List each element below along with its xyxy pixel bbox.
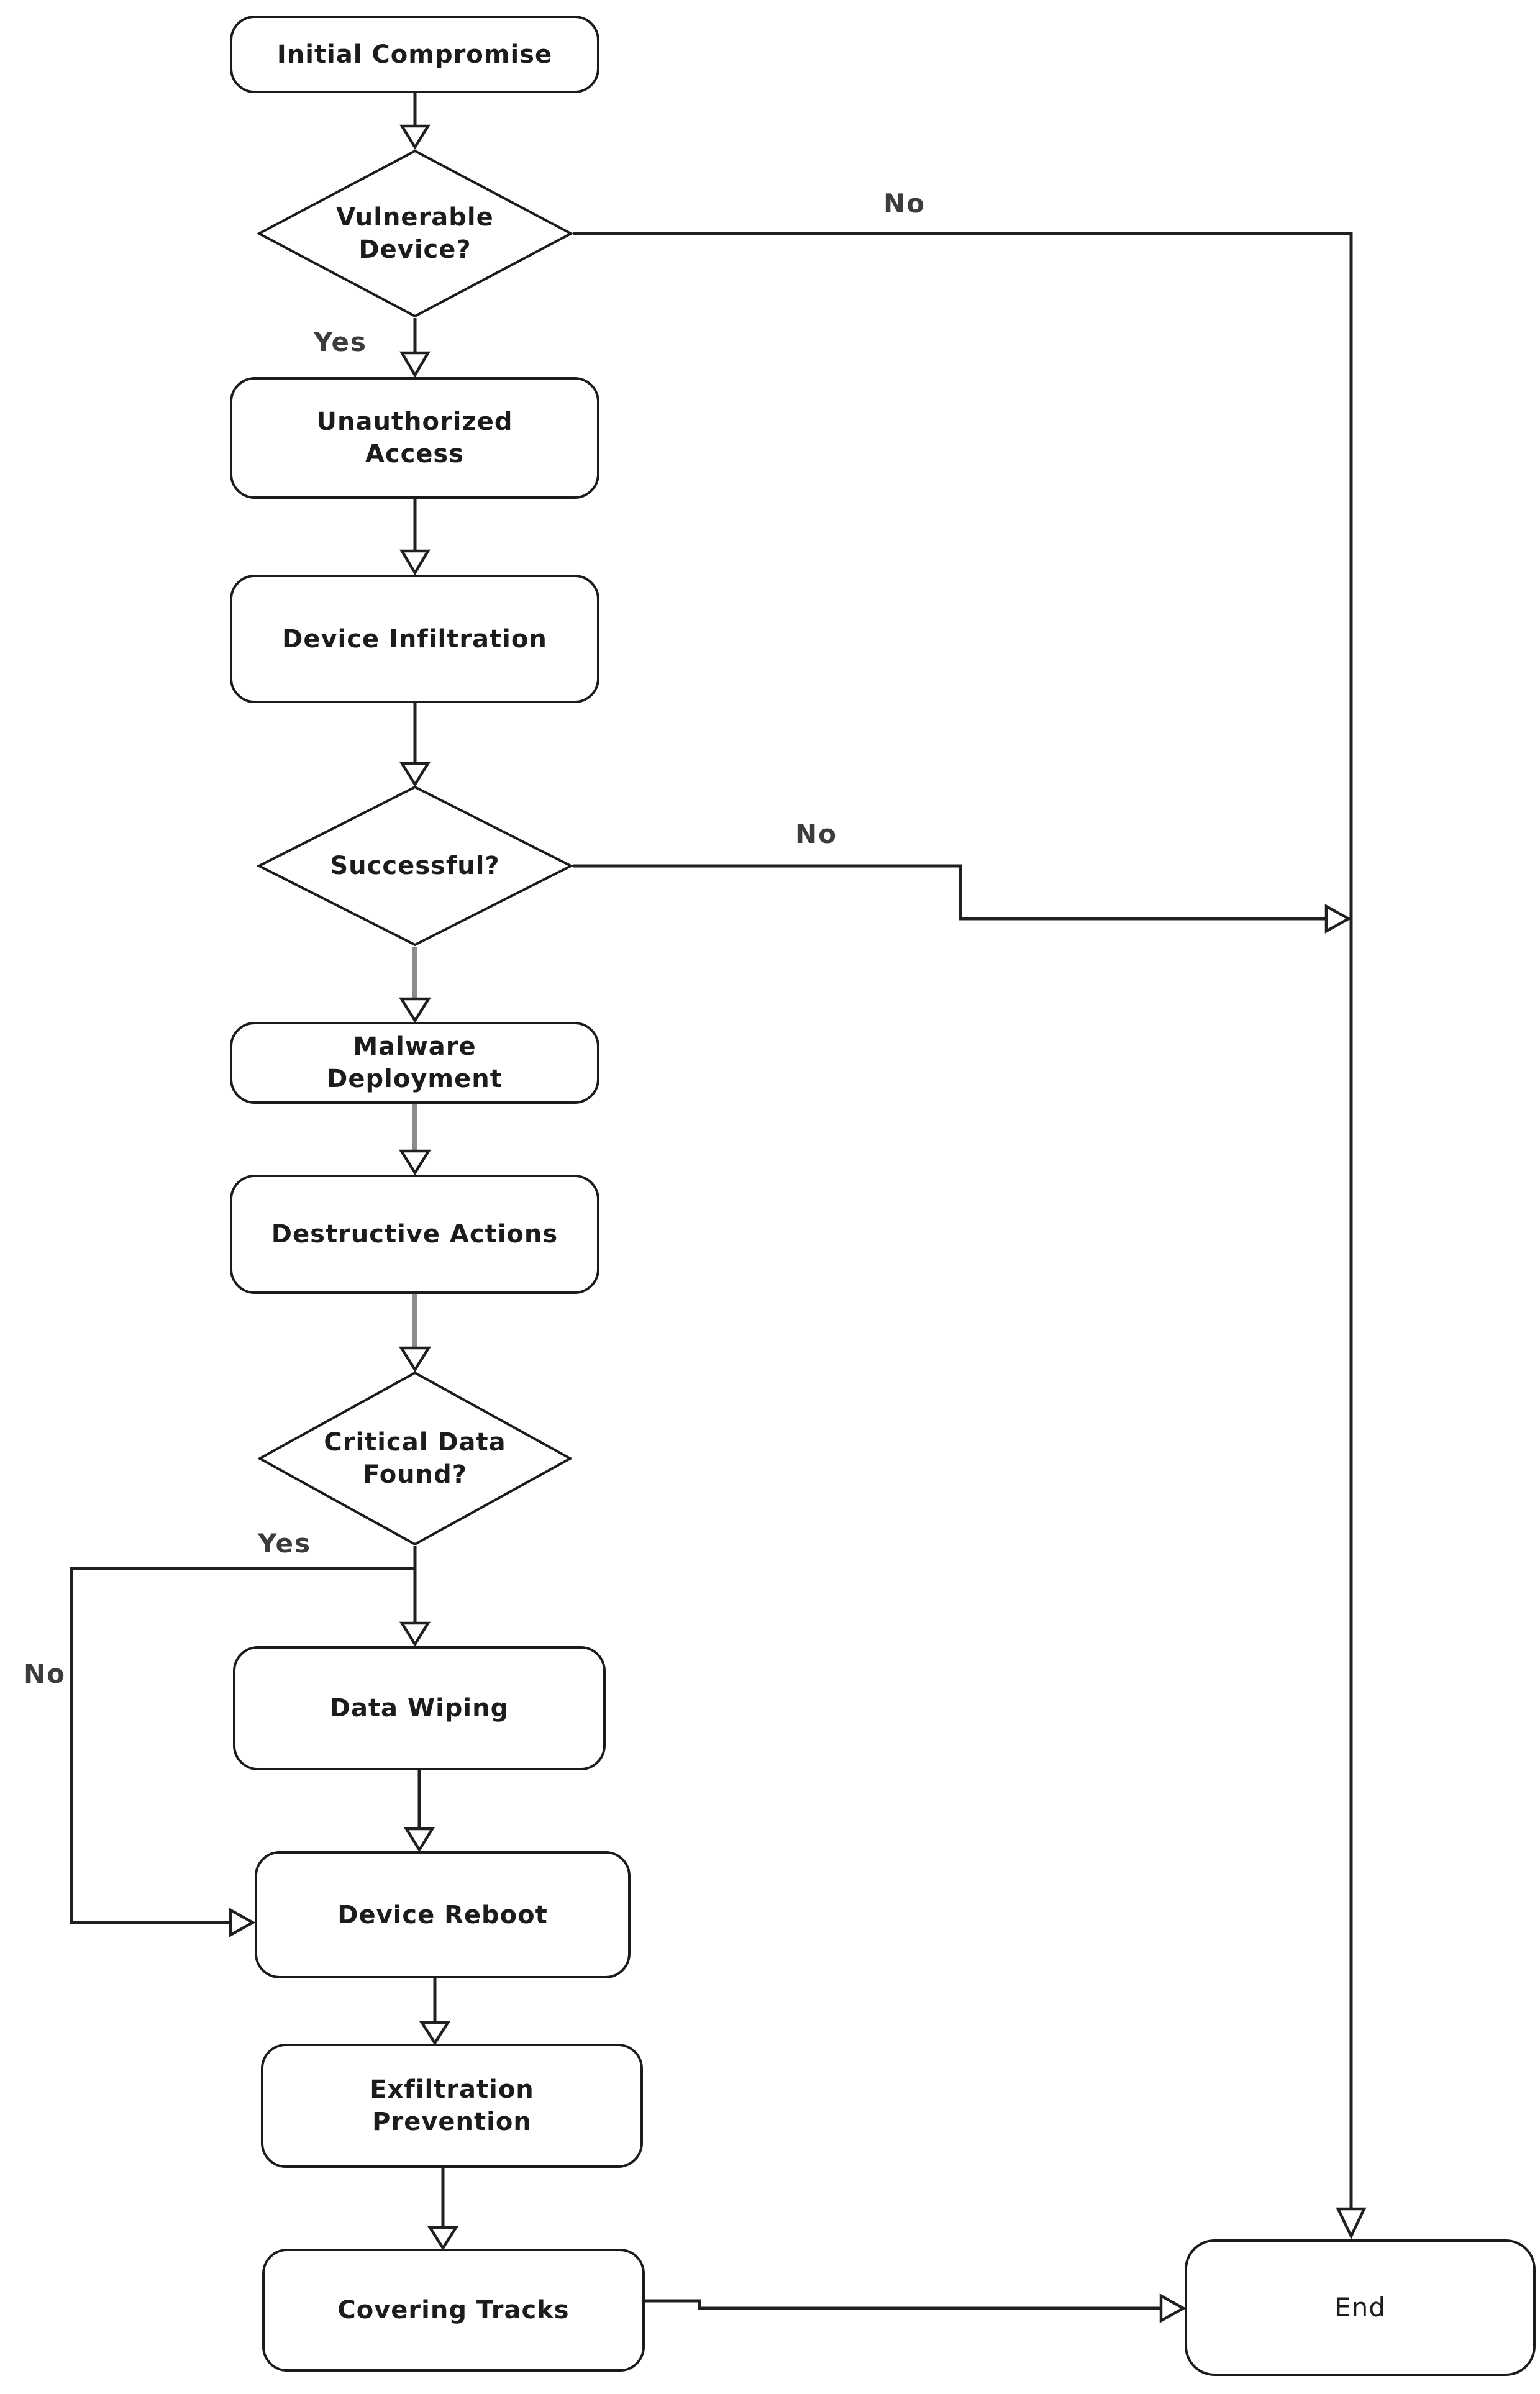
- edge-label-critical-data-found-yes: Yes: [258, 1528, 312, 1559]
- node-malware-deployment-label: Malware Deployment: [327, 1032, 503, 1093]
- edge-covering-to-end: [645, 2293, 1187, 2323]
- node-covering-tracks: Covering Tracks: [262, 2249, 645, 2372]
- node-device-infiltration: Device Infiltration: [230, 575, 599, 703]
- edge-data-wiping-to-device-reboot: [403, 1770, 435, 1853]
- node-data-wiping: Data Wiping: [233, 1646, 606, 1770]
- edge-destructive-to-critical: [398, 1294, 432, 1373]
- node-covering-tracks-label: Covering Tracks: [337, 2296, 570, 2324]
- node-device-reboot-label: Device Reboot: [337, 1900, 548, 1929]
- edge-label-vulnerable-device-no: No: [883, 188, 926, 219]
- decision-diamond-shape: [257, 785, 573, 947]
- decision-diamond-shape: [258, 1371, 572, 1546]
- decision-diamond-shape: [257, 149, 573, 318]
- node-exfiltration-prevention: Exfiltration Prevention: [261, 2044, 643, 2168]
- node-destructive-actions-label: Destructive Actions: [271, 1220, 558, 1249]
- edge-exfiltration-to-covering: [427, 2168, 459, 2251]
- edge-successful-no-to-end-rail: [573, 864, 1352, 934]
- node-exfiltration-prevention-label: Exfiltration Prevention: [370, 2075, 534, 2136]
- edge-successful-yes-to-malware: [398, 947, 432, 1024]
- edge-label-successful-no: No: [795, 819, 838, 849]
- node-data-wiping-label: Data Wiping: [329, 1694, 509, 1723]
- node-device-reboot: Device Reboot: [255, 1851, 631, 1978]
- node-initial-compromise-label: Initial Compromise: [276, 40, 553, 69]
- edge-infiltration-to-successful: [399, 703, 431, 788]
- edge-label-vulnerable-device-yes: Yes: [314, 327, 368, 357]
- edge-malware-to-destructive: [398, 1104, 432, 1176]
- edge-critical-no-to-device-reboot: [70, 1567, 415, 1937]
- node-vulnerable-device: Vulnerable Device?: [257, 149, 573, 318]
- node-successful-label: Successful?: [330, 852, 500, 880]
- node-successful: Successful?: [257, 785, 573, 947]
- edge-label-critical-data-found-no: No: [24, 1659, 66, 1689]
- node-unauthorized-access-label: Unauthorized Access: [316, 407, 513, 468]
- node-device-infiltration-label: Device Infiltration: [282, 624, 547, 653]
- edge-initial-to-vulnerable: [399, 93, 431, 150]
- node-initial-compromise: Initial Compromise: [230, 16, 599, 93]
- edge-device-reboot-to-exfiltration: [419, 1978, 451, 2046]
- edge-unauthorized-to-infiltration: [399, 499, 431, 576]
- node-unauthorized-access: Unauthorized Access: [230, 377, 599, 499]
- node-critical-data-found-label: Critical Data Found?: [324, 1428, 506, 1489]
- edge-vulnerable-yes-to-unauthorized: [399, 318, 431, 378]
- node-malware-deployment: Malware Deployment: [230, 1022, 599, 1104]
- node-destructive-actions: Destructive Actions: [230, 1175, 599, 1294]
- edge-critical-yes-to-data-wiping: [399, 1546, 431, 1647]
- node-end: End: [1185, 2239, 1536, 2376]
- node-critical-data-found: Critical Data Found?: [258, 1371, 572, 1546]
- edge-vulnerable-no-to-end: [573, 232, 1367, 2240]
- node-vulnerable-device-label: Vulnerable Device?: [336, 203, 494, 264]
- node-end-label: End: [1334, 2292, 1386, 2323]
